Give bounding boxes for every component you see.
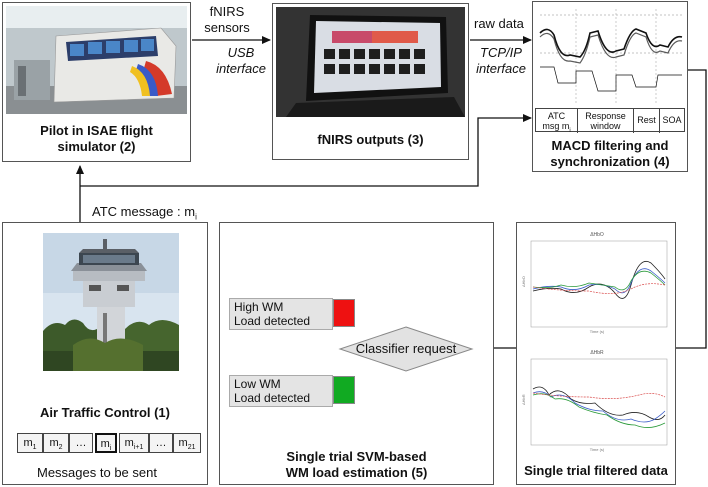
- raw-data-label: raw data: [474, 16, 524, 31]
- filtered-data-box: ΔHbO ΔHbO Time (s) ΔHbR ΔHbR Time (s) Si…: [516, 222, 676, 485]
- flight-simulator-photo: [6, 6, 187, 114]
- svg-text:ΔHbO: ΔHbO: [590, 232, 604, 238]
- control-tower-photo: [43, 233, 179, 371]
- svg-text:ΔHbR: ΔHbR: [521, 394, 526, 405]
- filtered-signal-plot-bottom: ΔHbR ΔHbR Time (s): [519, 345, 673, 457]
- svg-text:Time (s): Time (s): [590, 447, 605, 452]
- message-cell: m2: [43, 433, 69, 453]
- timeline-rest-cell: Rest: [634, 109, 660, 133]
- messages-queue: m1 m2 … mi mi+1 … m21: [17, 433, 201, 453]
- fnirs-laptop-photo: [276, 7, 465, 117]
- messages-to-send-label: Messages to be sent: [37, 465, 157, 480]
- classifier-request-label: Classifier request: [355, 341, 457, 356]
- filtered-data-caption: Single trial filtered data: [524, 463, 668, 478]
- filtered-signal-plot-top: ΔHbO ΔHbO Time (s): [519, 227, 673, 339]
- high-wm-indicator: [333, 299, 355, 327]
- message-cell: m21: [173, 433, 201, 453]
- macd-signal-plot: [536, 5, 686, 105]
- low-wm-indicator: [333, 376, 355, 404]
- message-cell: …: [69, 433, 93, 453]
- fnirs-outputs-box: fNIRS outputs (3): [272, 3, 469, 160]
- classifier-decision-diamond: [338, 326, 474, 372]
- svg-text:ΔHbR: ΔHbR: [590, 350, 604, 356]
- arrow-atc-msg-to-macd: [80, 114, 532, 187]
- message-cell: …: [149, 433, 173, 453]
- fnirs-outputs-caption: fNIRS outputs (3): [317, 132, 424, 147]
- svg-text:Time (s): Time (s): [590, 329, 605, 334]
- timeline-atc-msg-cell: ATC msg mi: [536, 109, 578, 134]
- atc-caption: Air Traffic Control (1): [39, 405, 170, 420]
- message-cell: m1: [17, 433, 43, 453]
- timeline-soa-cell: SOA: [662, 115, 682, 125]
- atc-message-label: ATC message : mi: [92, 204, 197, 222]
- message-cell-current: mi: [95, 433, 117, 453]
- atc-box: Air Traffic Control (1) m1 m2 … mi mi+1 …: [2, 222, 208, 485]
- message-cell: mi+1: [119, 433, 149, 453]
- svg-text:ΔHbO: ΔHbO: [521, 276, 526, 287]
